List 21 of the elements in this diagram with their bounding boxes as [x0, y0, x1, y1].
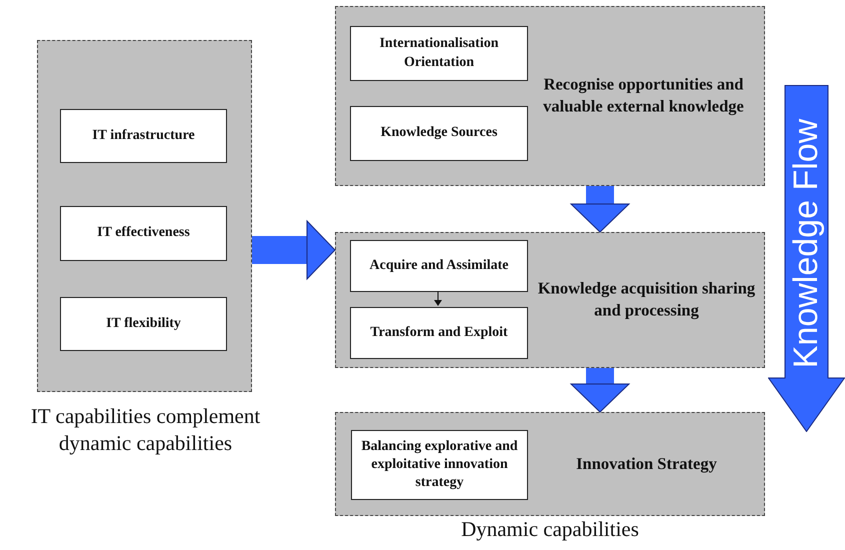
arrow: [434, 290, 442, 306]
block-arrow: [570, 186, 630, 232]
stage-panel: [335, 232, 765, 368]
block-arrow: [570, 368, 630, 412]
stage-panel: [335, 6, 765, 186]
stage-panel: [335, 412, 765, 516]
capability-box: IT effectiveness: [60, 206, 227, 261]
block-arrow: [252, 220, 336, 280]
section-caption: Dynamic capabilities: [460, 516, 640, 543]
stage-heading: Innovation Strategy: [575, 452, 718, 475]
capability-box: IT flexibility: [60, 297, 227, 351]
capability-box: Transform and Exploit: [350, 307, 528, 359]
capability-box: Acquire and Assimilate: [350, 240, 528, 292]
flow-label: Knowledge Flow: [787, 118, 826, 368]
capability-box: Balancing explorative and exploitative innovation strategy: [351, 430, 528, 500]
group-caption: IT capabilities complement dynamic capabilities: [30, 403, 262, 458]
capability-box: IT infrastructure: [60, 109, 227, 163]
stage-heading: Knowledge acquisition sharing and processing: [536, 278, 756, 322]
capability-box: Internationalisation Orientation: [350, 26, 528, 81]
stage-heading: Recognise opportunities and valuable external knowledge: [542, 74, 745, 118]
capability-box: Knowledge Sources: [350, 106, 528, 161]
